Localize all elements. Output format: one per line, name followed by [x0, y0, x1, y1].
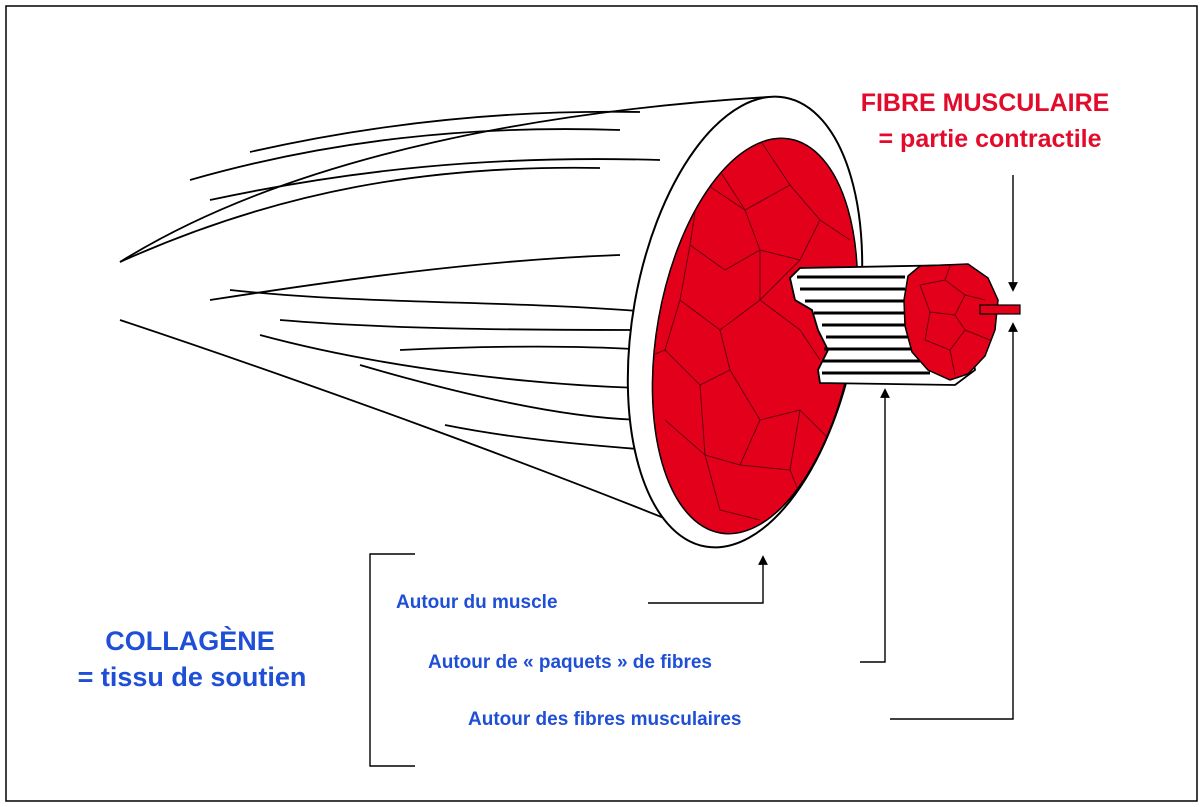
fibre-title-label: FIBRE MUSCULAIRE	[861, 89, 1110, 117]
around-bundles-label: Autour de « paquets » de fibres	[428, 652, 712, 673]
around-muscle-label: Autour du muscle	[396, 592, 558, 613]
fibre-subtitle-label: = partie contractile	[879, 125, 1102, 153]
collagen-title-label: COLLAGÈNE	[105, 625, 275, 656]
brace-bracket	[370, 554, 415, 766]
collagen-subtitle-label: = tissu de soutien	[78, 662, 307, 692]
fascicle-cylinder	[790, 264, 998, 385]
muscle-fibre-strand	[980, 305, 1020, 314]
around-fibres-label: Autour des fibres musculaires	[468, 709, 741, 730]
